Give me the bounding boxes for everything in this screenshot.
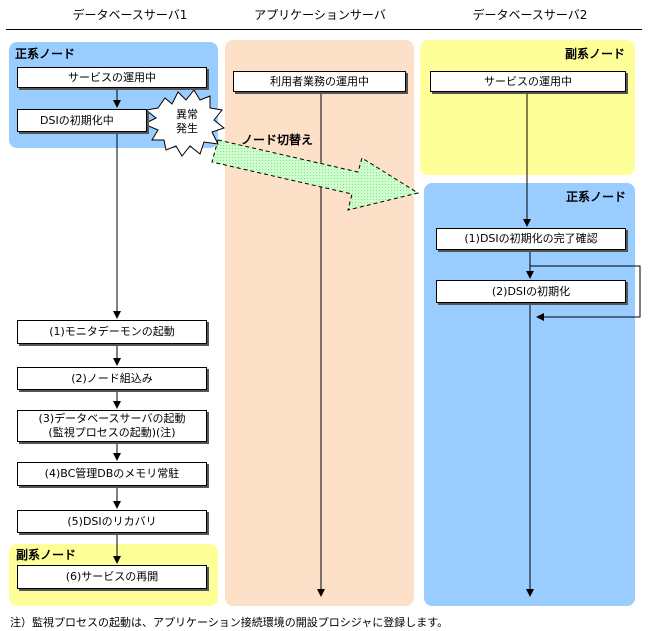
- db2-init-box: (2)DSIの初期化: [436, 280, 626, 303]
- db1-secondary-label: 副系ノード: [16, 548, 77, 562]
- db1-init-box: DSIの初期化中: [17, 109, 147, 132]
- step3-box: (3)データベースサーバの起動 (監視プロセスの起動)(注): [17, 410, 207, 442]
- column-header-db2: データベースサーバ2: [472, 8, 588, 22]
- step1-box: (1)モニタデーモンの起動: [17, 320, 207, 344]
- step3-line1: (3)データベースサーバの起動: [38, 412, 186, 426]
- column-header-db1: データベースサーバ1: [72, 8, 188, 22]
- db2-secondary-label: 副系ノード: [565, 47, 626, 61]
- column-header-app: アプリケーションサーバ: [254, 8, 386, 22]
- failure-burst: [142, 89, 226, 157]
- header-divider: [6, 29, 642, 30]
- step4-box: (4)BC管理DBのメモリ常駐: [17, 462, 207, 486]
- app-server-region: [225, 40, 414, 606]
- step3-line2: (監視プロセスの起動)(注): [48, 426, 176, 439]
- db1-service-box: サービスの運用中: [17, 67, 207, 88]
- db2-primary-label: 正系ノード: [566, 190, 627, 204]
- step5-box: (5)DSIのリカバリ: [17, 510, 207, 533]
- db2-confirm-box: (1)DSIの初期化の完了確認: [436, 228, 626, 250]
- step6-box: (6)サービスの再開: [17, 565, 207, 589]
- db1-primary-label: 正系ノード: [15, 47, 76, 61]
- db2-service-box: サービスの運用中: [430, 71, 626, 92]
- switch-arrow: [211, 139, 420, 211]
- app-business-box: 利用者業務の運用中: [233, 71, 406, 92]
- failure-label-line2: 発生: [176, 122, 198, 135]
- failure-label: 異常 発生: [170, 108, 204, 136]
- loop-arrow: [530, 265, 641, 321]
- footnote: 注）監視プロセスの起動は、アプリケーション接続環境の開設プロシジャに登録します。: [10, 616, 449, 629]
- step2-box: (2)ノード組込み: [17, 367, 207, 390]
- switch-label: ノード切替え: [241, 133, 314, 147]
- failure-label-line1: 異常: [176, 108, 198, 121]
